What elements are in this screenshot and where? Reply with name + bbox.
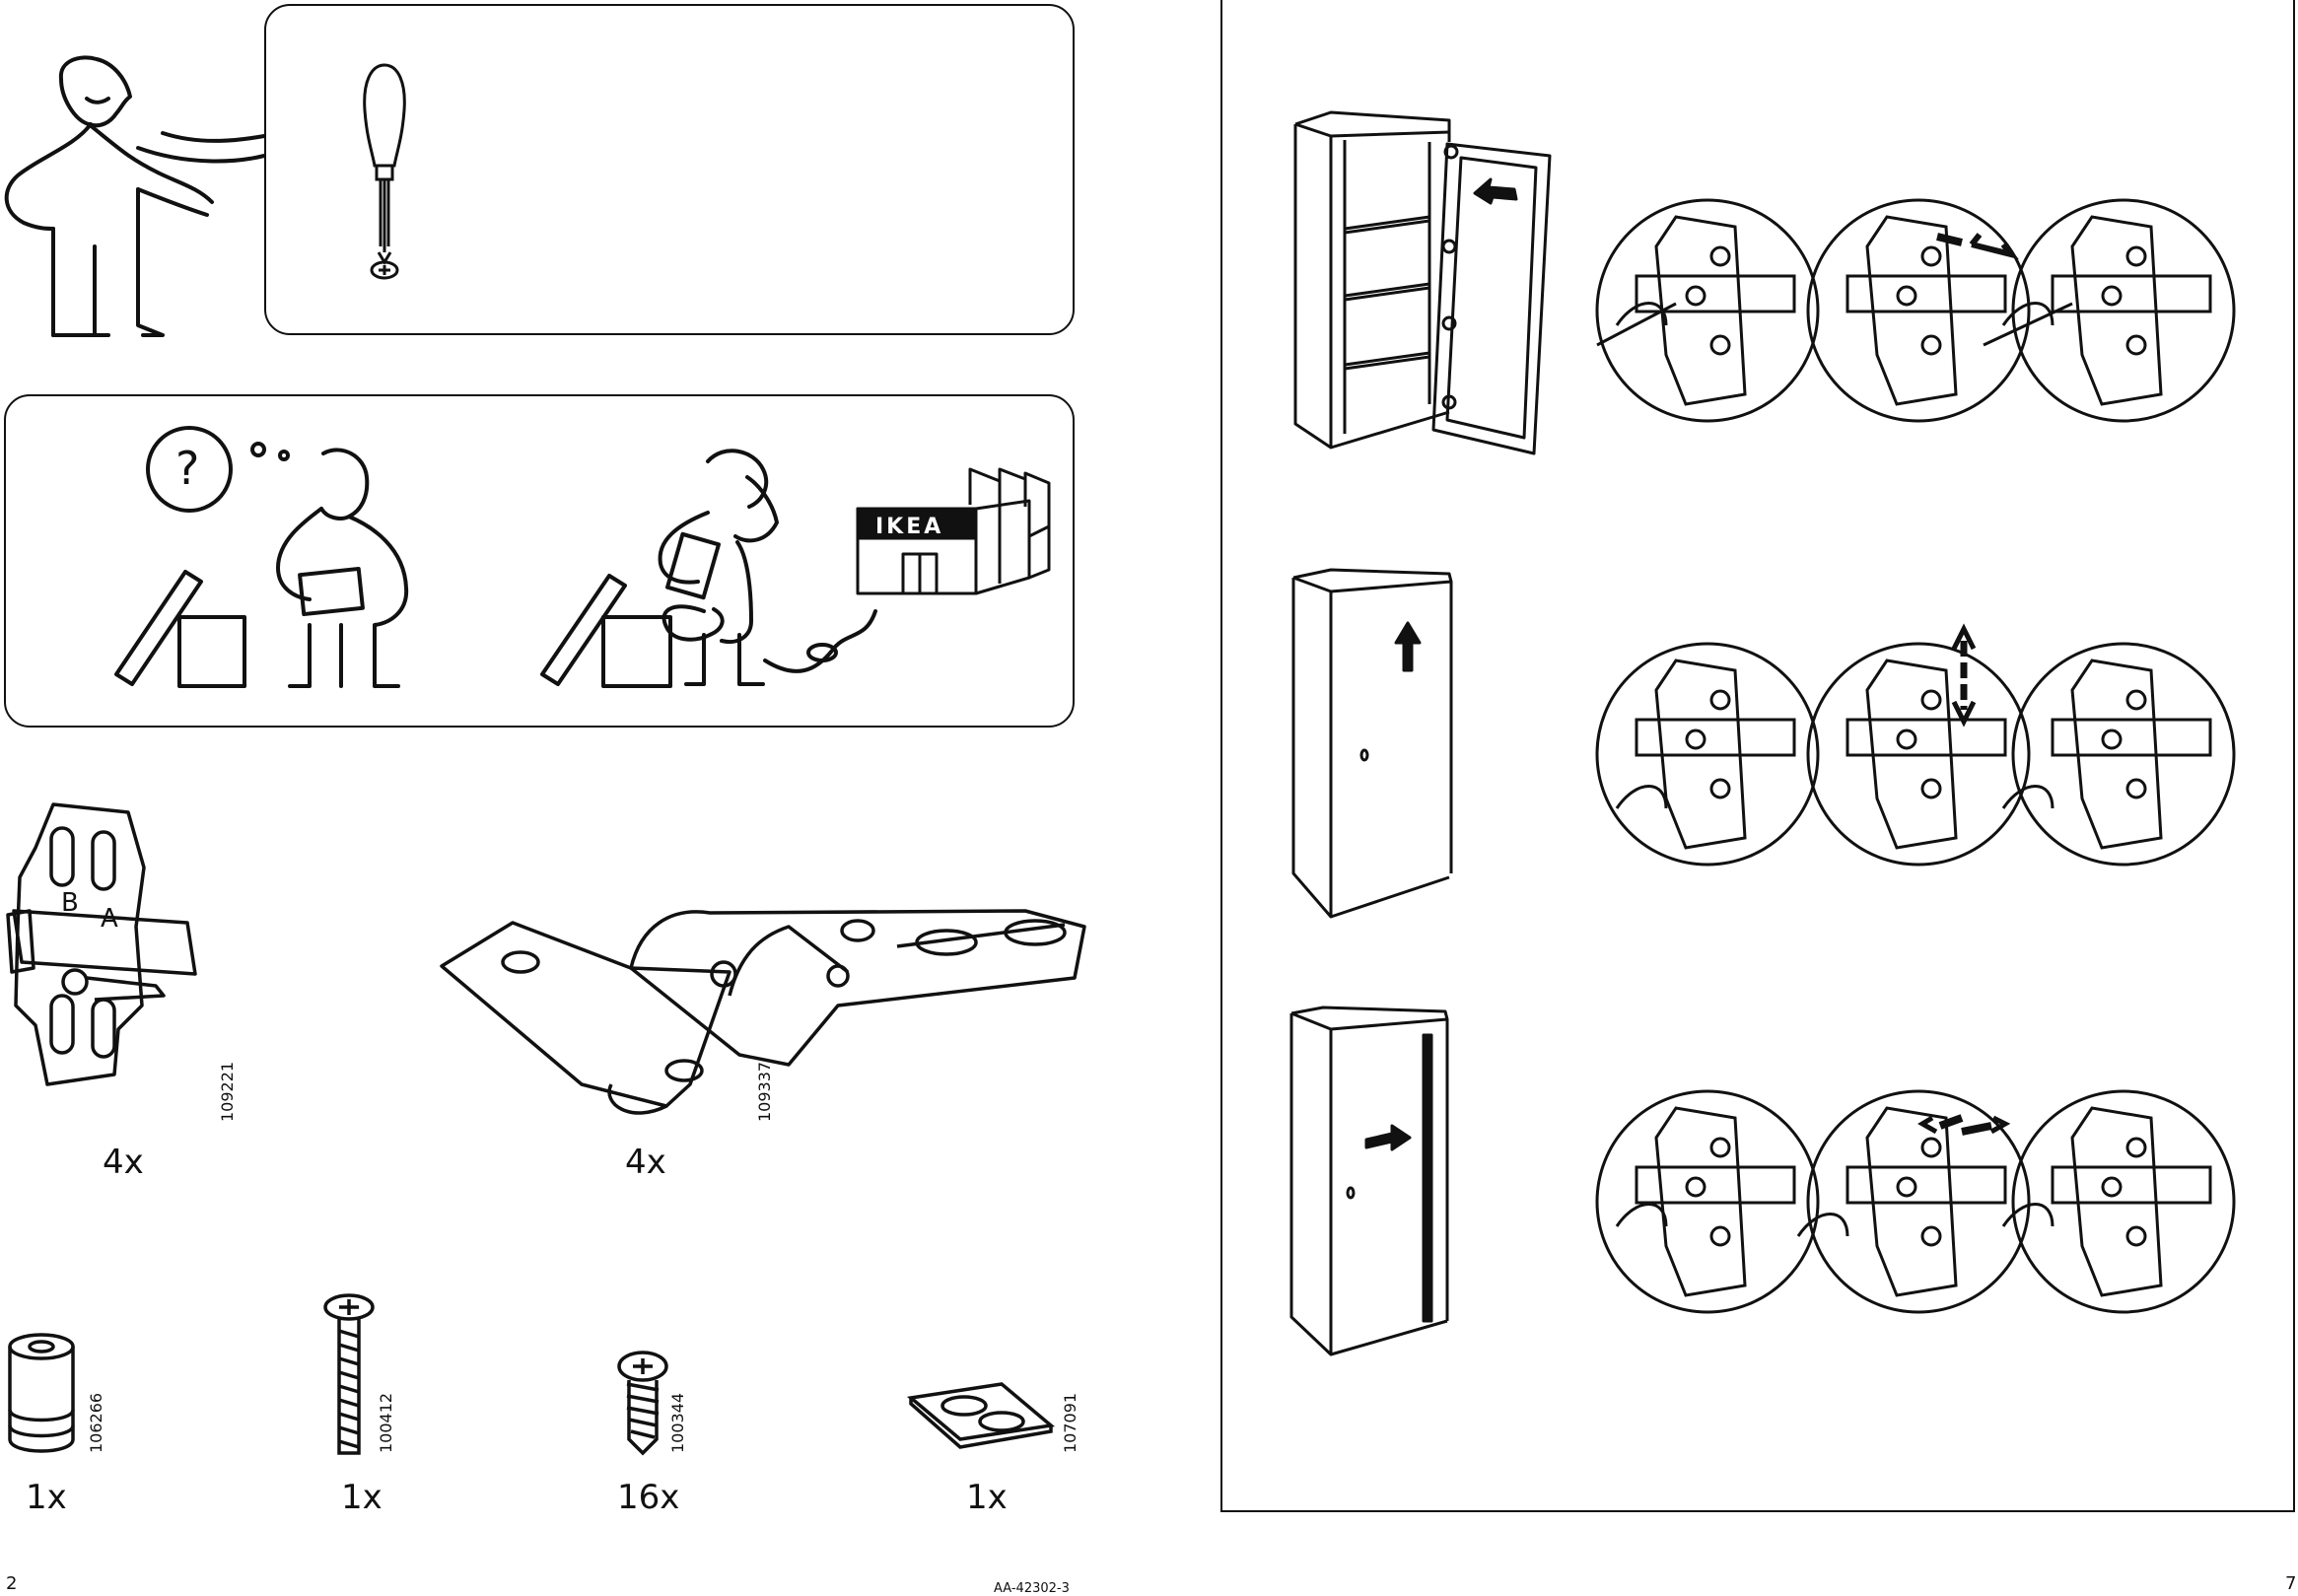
part-qty-hinge: 4x bbox=[625, 1143, 666, 1182]
spacer-part-illustration bbox=[8, 1333, 75, 1453]
part-qty-long-screw: 1x bbox=[341, 1478, 383, 1517]
cabinet-closed-up-illustration bbox=[1291, 568, 1453, 919]
part-code-wall-plate: 109221 bbox=[218, 1061, 237, 1122]
right-page-number: 7 bbox=[2285, 1573, 2297, 1594]
part-code-spacer: 106266 bbox=[87, 1392, 105, 1453]
help-panel bbox=[4, 394, 1075, 728]
document-code: AA-42302-3 bbox=[994, 1581, 1070, 1596]
ikea-man-pointing-illustration bbox=[4, 55, 266, 337]
part-qty-bumpers: 1x bbox=[966, 1478, 1008, 1517]
confused-man-illustration bbox=[114, 426, 409, 688]
tools-panel bbox=[264, 4, 1075, 335]
part-code-bumpers: 107091 bbox=[1061, 1392, 1079, 1453]
part-code-short-screw: 100344 bbox=[668, 1392, 687, 1453]
part-qty-wall-plate: 4x bbox=[103, 1143, 144, 1182]
man-on-phone-illustration bbox=[540, 449, 877, 688]
question-mark: ? bbox=[175, 442, 200, 495]
wall-plate-part-illustration: B A bbox=[6, 802, 197, 1086]
short-screw-part-illustration bbox=[617, 1351, 668, 1456]
part-code-hinge: 109337 bbox=[755, 1061, 774, 1122]
plate-letter-a: A bbox=[101, 904, 118, 934]
part-qty-spacer: 1x bbox=[26, 1478, 67, 1517]
plate-letter-b: B bbox=[61, 888, 79, 918]
hinge-part-illustration bbox=[440, 909, 1086, 1115]
bumpers-part-illustration bbox=[906, 1382, 1056, 1449]
instruction-frame bbox=[1220, 0, 2295, 1512]
store-icon bbox=[856, 467, 1051, 595]
hinge-adjust-row-2 bbox=[1595, 623, 2236, 867]
store-sign: IKEA bbox=[875, 515, 944, 539]
hinge-adjust-row-1 bbox=[1595, 198, 2236, 423]
part-code-long-screw: 100412 bbox=[377, 1392, 395, 1453]
cabinet-closed-side-illustration bbox=[1289, 1006, 1449, 1356]
screwdriver-icon bbox=[363, 63, 406, 280]
cabinet-open-door-illustration bbox=[1293, 110, 1552, 455]
part-qty-short-screw: 16x bbox=[617, 1478, 680, 1517]
hinge-adjust-row-3 bbox=[1595, 1089, 2236, 1314]
long-screw-part-illustration bbox=[323, 1293, 375, 1455]
left-page-number: 2 bbox=[6, 1573, 18, 1594]
